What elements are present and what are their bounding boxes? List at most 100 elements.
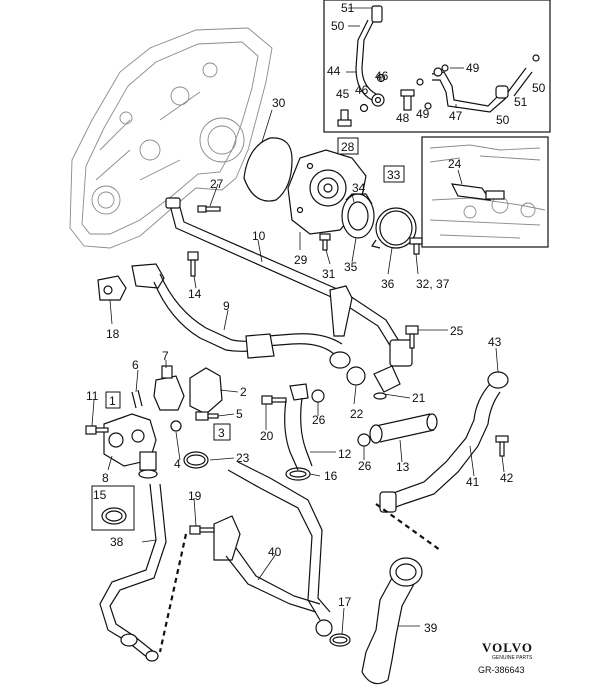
- callout-28: 28: [341, 140, 355, 154]
- bolt-27: [197, 205, 221, 213]
- callout-51b: 51: [514, 95, 528, 109]
- o-ring-22: [346, 366, 366, 386]
- callout-17: 17: [338, 595, 352, 609]
- callout-31: 31: [322, 267, 336, 281]
- thermostat-housing-8: [103, 413, 158, 479]
- callout-5: 5: [236, 407, 243, 421]
- callout-36: 36: [381, 277, 395, 291]
- bolt-31: [319, 233, 331, 251]
- callout-3: 3: [218, 426, 225, 440]
- callout-15: 15: [93, 488, 107, 502]
- clip-6: [131, 389, 143, 409]
- callout-50c: 50: [532, 81, 546, 95]
- pulley-35: [341, 193, 375, 239]
- callout-50b: 50: [496, 113, 510, 127]
- callout-7: 7: [162, 349, 169, 363]
- callout-13: 13: [396, 460, 410, 474]
- callout-19: 19: [188, 489, 202, 503]
- callout-24: 24: [448, 157, 462, 171]
- callout-18: 18: [106, 327, 120, 341]
- callout-46b: 46: [355, 83, 369, 97]
- callout-25: 25: [450, 324, 464, 338]
- clamp-17: [329, 633, 351, 647]
- callout-16: 16: [324, 469, 338, 483]
- o-ring-26b: [357, 433, 371, 447]
- callout-12: 12: [338, 447, 352, 461]
- pipe-9: [131, 263, 351, 369]
- o-ring-4: [170, 420, 182, 432]
- callout-35: 35: [344, 260, 358, 274]
- hose-41: [379, 383, 501, 513]
- callout-44: 44: [327, 64, 341, 78]
- callout-51a: 51: [341, 1, 355, 15]
- callout-2: 2: [240, 385, 247, 399]
- ref-box-1: [105, 391, 121, 409]
- brand-tagline: GENUINE PARTS: [492, 655, 533, 661]
- callout-23: 23: [236, 451, 250, 465]
- bolt-14: [187, 251, 199, 277]
- brand-block: VOLVO GENUINE PARTS GR-386643: [478, 640, 533, 675]
- clamp-36: [371, 207, 417, 249]
- callout-6: 6: [132, 358, 139, 372]
- callout-labels: 51 50 44 46 4 5 46 48 49 49 47 50 51 50 2…: [86, 1, 546, 635]
- callout-46a: 46: [375, 69, 389, 83]
- callout-26a: 26: [312, 413, 326, 427]
- clamp-43: [487, 371, 509, 389]
- callout-29: 29: [294, 253, 308, 267]
- ref-box-33: [383, 165, 405, 183]
- inset-detail-hoses: [323, 0, 551, 133]
- bolt-19: [189, 525, 215, 535]
- sensor-7: [153, 365, 185, 411]
- callout-20: 20: [260, 429, 274, 443]
- callout-34: 34: [352, 181, 366, 195]
- elbow-hose-12: [284, 383, 313, 471]
- callout-41: 41: [466, 475, 480, 489]
- dashed-link-41: [375, 503, 441, 551]
- ref-box-3: [213, 423, 231, 441]
- callout-22: 22: [350, 407, 364, 421]
- callout-1: 1: [109, 394, 116, 408]
- callout-49b: 49: [466, 61, 480, 75]
- gasket-2: [189, 367, 223, 415]
- callout-11: 11: [86, 389, 99, 403]
- bolt-32-37: [409, 237, 423, 255]
- callout-9: 9: [223, 299, 230, 313]
- callout-21: 21: [412, 391, 426, 405]
- callout-4: 4: [174, 457, 181, 471]
- doc-ref: GR-386643: [478, 665, 525, 675]
- callout-47: 47: [449, 109, 463, 123]
- coolant-pipe-10: [165, 197, 413, 367]
- inset-detail-clamp-15: [91, 485, 135, 531]
- leader-lines: [91, 109, 505, 635]
- clamp-23: [183, 451, 209, 469]
- callout-32-37: 32, 37: [416, 277, 450, 291]
- callout-38: 38: [110, 535, 124, 549]
- callout-42: 42: [500, 471, 514, 485]
- dashed-link-38: [158, 533, 188, 653]
- callout-49a: 49: [416, 107, 430, 121]
- bolt-11: [85, 425, 109, 435]
- brand-name: VOLVO: [482, 640, 533, 655]
- callout-48: 48: [396, 111, 410, 125]
- o-ring-26a: [311, 389, 325, 403]
- callout-50a: 50: [331, 19, 345, 33]
- sensor-5: [195, 411, 219, 421]
- callout-27: 27: [210, 177, 224, 191]
- callout-10: 10: [252, 229, 266, 243]
- pipe-13: [369, 413, 438, 444]
- callout-30: 30: [272, 96, 286, 110]
- bolt-42: [495, 435, 509, 457]
- fitting-21: [373, 365, 401, 400]
- gasket-30: [243, 137, 293, 202]
- flange-18: [97, 275, 127, 301]
- engine-timing-cover: [69, 27, 273, 249]
- callout-39: 39: [424, 621, 438, 635]
- inset-detail-cylinder-head: [421, 136, 549, 248]
- callout-8: 8: [102, 471, 109, 485]
- callout-26b: 26: [358, 459, 372, 473]
- hose-38: [99, 483, 167, 662]
- ref-box-28: [337, 137, 359, 155]
- pipe-40: [213, 461, 333, 637]
- bolt-20: [261, 395, 287, 405]
- callout-14: 14: [188, 287, 202, 301]
